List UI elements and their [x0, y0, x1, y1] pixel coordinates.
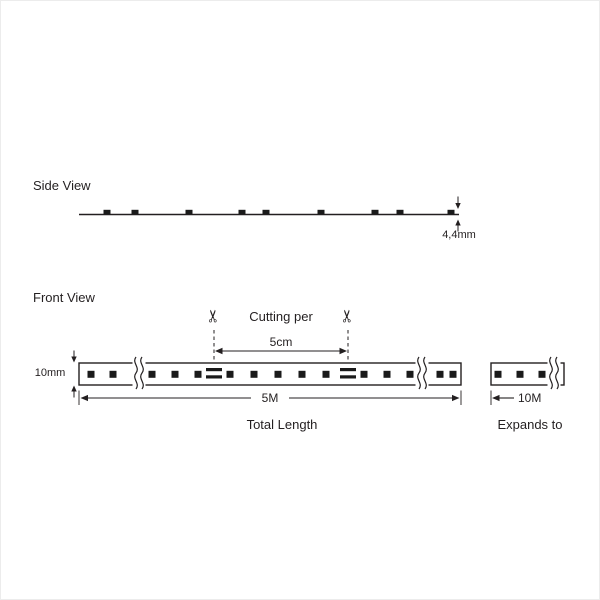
scissors-icon: ✂ — [204, 308, 224, 324]
side-view-drawing — [79, 196, 461, 232]
led-chip — [447, 209, 455, 215]
expanded-length-label: 10M — [518, 391, 542, 405]
side-view-label: Side View — [33, 178, 91, 193]
led-chip — [516, 370, 524, 378]
cutting-per-label: Cutting per — [249, 309, 313, 324]
expanded-strip-body — [490, 362, 565, 386]
led-chip — [250, 370, 258, 378]
solder-pad — [206, 375, 222, 379]
led-chip — [494, 370, 502, 378]
led-chip — [298, 370, 306, 378]
front-view-label: Front View — [33, 290, 95, 305]
expanded-strip-drawing — [490, 356, 565, 405]
led-chip — [449, 370, 457, 378]
led-chip — [396, 209, 404, 215]
led-chip — [185, 209, 193, 215]
led-chip — [262, 209, 270, 215]
break-mark-expanded — [547, 356, 561, 390]
strip-length-label: 5M — [261, 391, 279, 405]
cut-spacing-dimension — [215, 347, 347, 355]
led-chip — [538, 370, 546, 378]
led-chip — [436, 370, 444, 378]
strip-length-dimension — [78, 390, 462, 405]
solder-pad — [340, 375, 356, 379]
front-view-drawing — [71, 330, 462, 405]
front-strip-body — [78, 362, 462, 386]
led-chip — [383, 370, 391, 378]
led-chip — [109, 370, 117, 378]
cut-point-solder-pads — [206, 368, 356, 379]
led-chip — [194, 370, 202, 378]
cut-spacing-label: 5cm — [269, 335, 293, 349]
led-chip — [226, 370, 234, 378]
led-chip — [406, 370, 414, 378]
led-chip — [322, 370, 330, 378]
thickness-dimension-label: 4,4mm — [442, 229, 476, 241]
front-led-chips — [87, 370, 457, 378]
strip-height-label: 10mm — [34, 367, 66, 379]
led-chip — [371, 209, 379, 215]
led-chip — [360, 370, 368, 378]
side-led-chips — [103, 209, 455, 215]
solder-pad — [206, 368, 222, 372]
led-chip — [148, 370, 156, 378]
led-chip — [87, 370, 95, 378]
total-length-label: Total Length — [246, 417, 318, 432]
led-chip — [171, 370, 179, 378]
thickness-dimension-arrows — [455, 196, 461, 232]
led-chip — [103, 209, 111, 215]
solder-pad — [340, 368, 356, 372]
led-chip — [317, 209, 325, 215]
break-mark-left — [132, 356, 146, 390]
expanded-length-dimension — [490, 390, 514, 405]
expanded-led-chips — [494, 370, 546, 378]
expands-to-label: Expands to — [497, 417, 563, 432]
led-chip — [131, 209, 139, 215]
break-mark-right — [415, 356, 429, 390]
led-chip — [238, 209, 246, 215]
scissors-icon: ✂ — [338, 308, 358, 324]
led-chip — [274, 370, 282, 378]
strip-height-dimension-arrows — [71, 350, 77, 398]
